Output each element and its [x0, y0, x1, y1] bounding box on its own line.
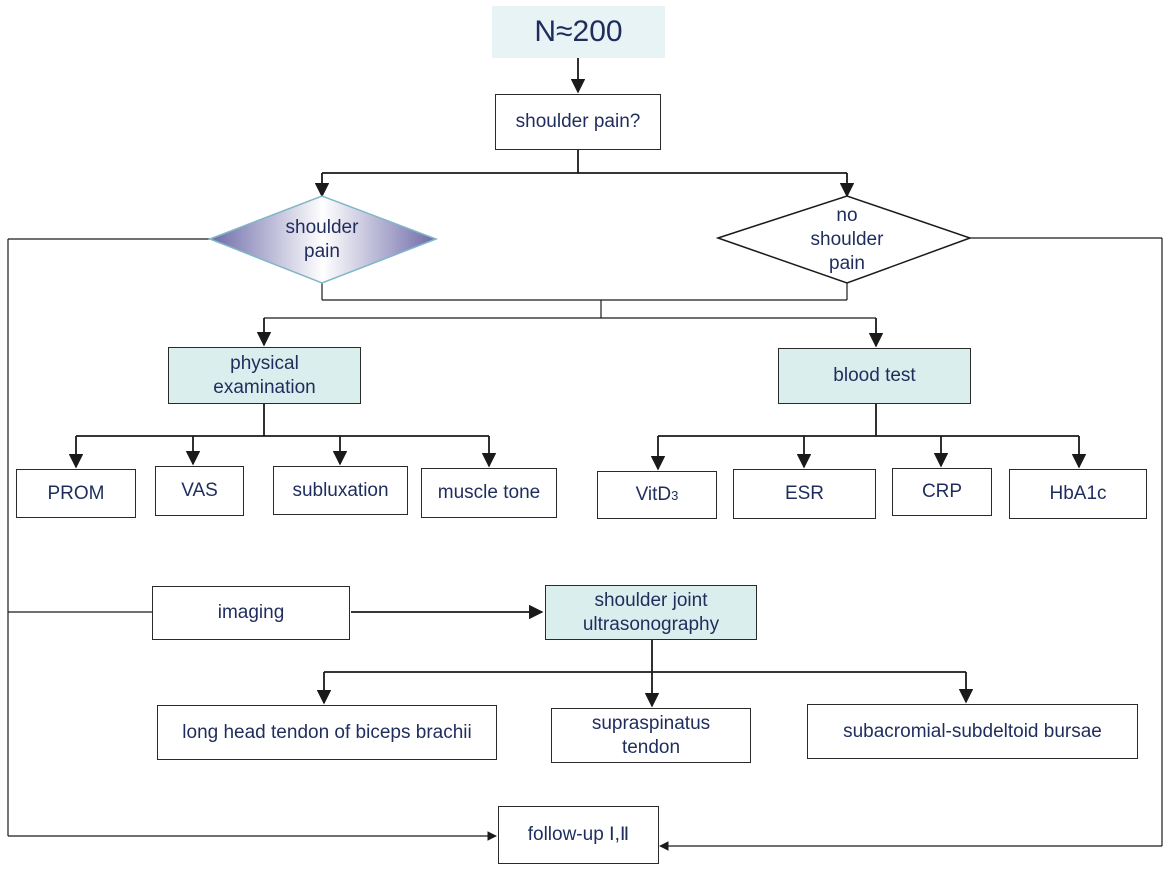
subluxation-text: subluxation	[292, 479, 389, 501]
vas-text: VAS	[181, 480, 218, 502]
follow-up-node: follow-up Ⅰ,Ⅱ	[498, 806, 659, 864]
esr-text: ESR	[784, 483, 825, 505]
no-shoulder-pain-diamond	[715, 195, 973, 284]
ultrasonography-line2: ultrasonography	[582, 613, 720, 635]
crp-text: CRP	[921, 481, 963, 503]
physical-examination-line1: physical	[230, 352, 299, 374]
subluxation-node: subluxation	[273, 466, 408, 515]
no-shoulder-pain-label: no shoulder pain	[787, 200, 907, 280]
shoulder-pain-diamond	[207, 195, 439, 284]
question-text: shoulder pain?	[515, 111, 641, 133]
no-shoulder-pain-line2: shoulder	[810, 229, 884, 251]
shoulder-pain-line1: shoulder	[285, 217, 359, 239]
vitd-main-text: VitD	[635, 484, 672, 506]
supraspinatus-line2: tendon	[621, 736, 681, 758]
esr-node: ESR	[733, 469, 876, 519]
shoulder-pain-line2: pain	[304, 241, 340, 262]
biceps-tendon-text: long head tendon of biceps brachii	[182, 721, 472, 743]
vas-node: VAS	[155, 466, 244, 516]
physical-examination-node: physical examination	[168, 347, 361, 404]
prom-node: PROM	[16, 469, 136, 518]
bursae-text: subacromial-subdeltoid bursae	[843, 720, 1102, 742]
crp-node: CRP	[892, 468, 992, 516]
no-shoulder-pain-line3: pain	[829, 252, 865, 274]
physical-examination-line2: examination	[213, 376, 316, 398]
sample-size-text: N≈200	[534, 15, 623, 49]
supraspinatus-node: supraspinatus tendon	[551, 708, 751, 763]
imaging-node: imaging	[152, 586, 350, 640]
blood-test-node: blood test	[778, 348, 971, 404]
shoulder-pain-label: shoulder pain	[262, 212, 382, 268]
muscle-tone-text: muscle tone	[437, 482, 541, 504]
blood-test-text: blood test	[833, 365, 916, 387]
supraspinatus-line1: supraspinatus	[591, 712, 711, 734]
follow-up-text: follow-up Ⅰ,Ⅱ	[527, 824, 630, 846]
vitd3-node: VitD3	[597, 471, 717, 519]
muscle-tone-node: muscle tone	[421, 468, 557, 518]
no-shoulder-pain-line1: no	[836, 205, 858, 227]
bursae-node: subacromial-subdeltoid bursae	[807, 704, 1138, 759]
hba1c-text: HbA1c	[1049, 483, 1107, 505]
question-node: shoulder pain?	[495, 94, 661, 150]
hba1c-node: HbA1c	[1009, 469, 1147, 519]
ultrasonography-node: shoulder joint ultrasonography	[545, 585, 757, 640]
vitd-subscript: 3	[671, 488, 679, 504]
imaging-text: imaging	[217, 602, 285, 624]
vitd3-text: VitD3	[636, 483, 679, 507]
ultrasonography-line1: shoulder joint	[594, 589, 708, 611]
sample-size-node: N≈200	[492, 6, 665, 58]
prom-text: PROM	[47, 482, 105, 504]
biceps-tendon-node: long head tendon of biceps brachii	[157, 705, 497, 760]
